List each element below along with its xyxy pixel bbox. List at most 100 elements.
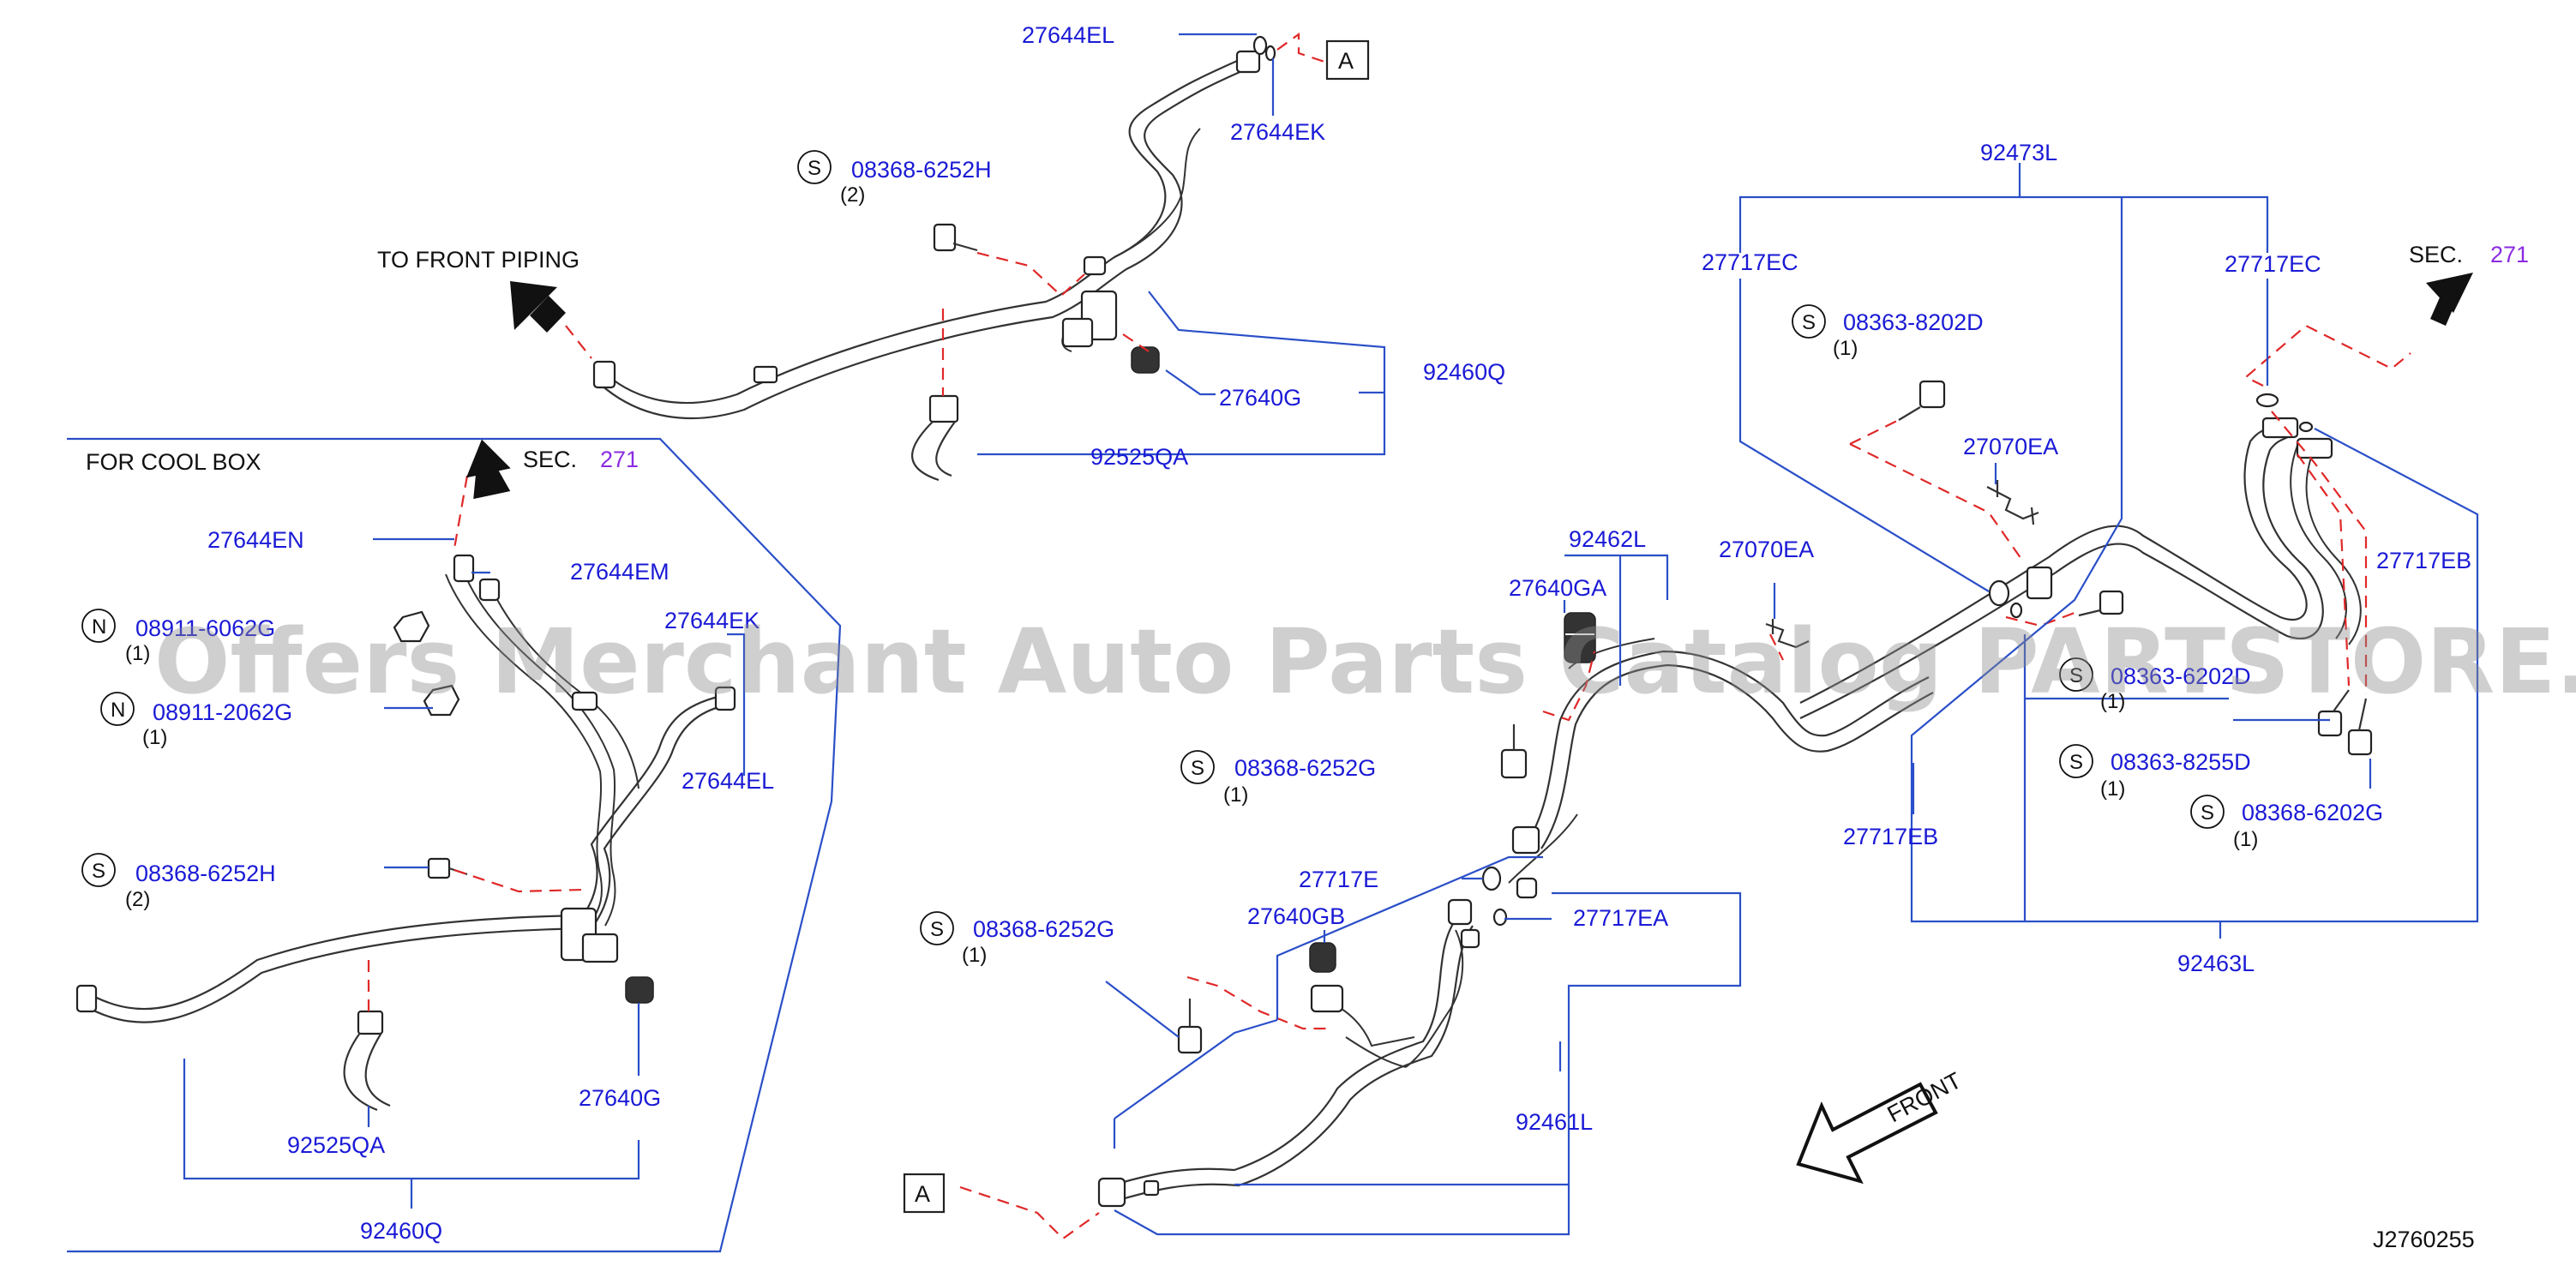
part-27640GB[interactable]: 27640GB [1247, 903, 1345, 929]
part-08368-6252H-top[interactable]: 08368-6252H [851, 157, 992, 183]
part-27070EA-mid[interactable]: 27070EA [1719, 537, 1814, 562]
part-08368-6252G-mid[interactable]: 08368-6252G [1234, 755, 1376, 781]
part-27717E[interactable]: 27717E [1299, 867, 1378, 892]
heading-to-front-piping: TO FRONT PIPING [377, 247, 579, 273]
symbol-s-08363-8255D: S [2069, 751, 2083, 774]
bolt-08368-6252H-left [427, 857, 468, 879]
bolt-08363-8255D [2317, 689, 2350, 737]
oring-27717E [1481, 866, 1502, 891]
oring-27644EL-top [1252, 35, 1268, 56]
part-92460Q-left[interactable]: 92460Q [360, 1218, 442, 1244]
qty-08911-6062G: (1) [125, 642, 150, 665]
part-08911-2062G[interactable]: 08911-2062G [153, 699, 292, 725]
qty-08363-6202D: (1) [2100, 690, 2125, 713]
oring-27717EC-left [1988, 579, 2010, 607]
grommet-27640G-left [625, 976, 654, 1004]
part-27717EC-left[interactable]: 27717EC [1702, 249, 1798, 275]
part-27640G-left[interactable]: 27640G [579, 1085, 661, 1111]
part-27640G-top[interactable]: 27640G [1219, 385, 1301, 411]
grommet-27640GB [1309, 942, 1336, 973]
clip-92525QA-top [911, 394, 959, 482]
nut-08911-6062G [393, 610, 430, 643]
part-92463L[interactable]: 92463L [2177, 951, 2255, 976]
oring-27717EB-top-right [2298, 421, 2314, 433]
part-08363-8255D[interactable]: 08363-8255D [2111, 749, 2251, 775]
part-92461L[interactable]: 92461L [1516, 1109, 1593, 1135]
ref-box-a-low [903, 1173, 946, 1214]
bolt-08368-6252G-low [1177, 999, 1203, 1054]
arrow-to-sec-271-left [465, 439, 511, 500]
qty-08911-2062G: (1) [142, 726, 167, 749]
front-direction-arrow [1796, 1082, 1938, 1185]
bolt-08363-6202D [2078, 590, 2124, 617]
part-27644EK-top[interactable]: 27644EK [1230, 119, 1325, 145]
ref-mark-a-low: A [915, 1181, 930, 1207]
part-27717EB-left[interactable]: 27717EB [1843, 824, 1938, 849]
grommet-27640G-top [1131, 346, 1160, 374]
qty-08368-6252G-low: (1) [962, 944, 987, 967]
part-27640GA[interactable]: 27640GA [1509, 575, 1606, 601]
oring-27717EB-right [2009, 602, 2023, 619]
symbol-s-08368-6252H-top: S [808, 157, 821, 180]
arrow-to-sec-271-right [2426, 273, 2473, 326]
cool-box-panel-outline [67, 437, 842, 1253]
grommet-27640GA [1564, 612, 1596, 663]
qty-08363-8202D: (1) [1833, 337, 1858, 360]
symbol-s-08368-6202G: S [2201, 801, 2214, 825]
part-92525QA-left[interactable]: 92525QA [287, 1132, 385, 1158]
cool-box-pipe-assembly [75, 554, 736, 1023]
arrow-to-front-piping [510, 281, 566, 333]
part-92525QA-top[interactable]: 92525QA [1090, 444, 1188, 470]
ref-mark-a-top: A [1338, 48, 1354, 74]
part-27717EC-right[interactable]: 27717EC [2225, 251, 2321, 277]
oring-27644EK-top [1264, 45, 1276, 62]
part-27644EM[interactable]: 27644EM [570, 559, 670, 585]
symbol-s-08368-6252G-mid: S [1191, 757, 1204, 780]
qty-08368-6252G-mid: (1) [1223, 783, 1248, 807]
lower-pipe-assembly [1097, 898, 1480, 1208]
oring-27717EC-right [2255, 393, 2279, 408]
clip-27070EA-right [1986, 480, 2039, 525]
top-pipe-assembly [592, 50, 1261, 420]
part-27644EN[interactable]: 27644EN [207, 527, 304, 553]
oring-27717EA [1492, 908, 1508, 927]
qty-08363-8255D: (1) [2100, 777, 2125, 801]
part-27644EL-top[interactable]: 27644EL [1022, 22, 1114, 48]
ref-box-a-top [1325, 39, 1370, 81]
bolt-08363-8202D [1898, 380, 1946, 421]
sec-label-left: SEC. [523, 447, 577, 472]
symbol-n-08911-6062G: N [92, 615, 106, 639]
diagram-code: J2760255 [2373, 1227, 2475, 1252]
heading-for-cool-box: FOR COOL BOX [86, 449, 261, 475]
part-27717EB-right[interactable]: 27717EB [2376, 548, 2471, 573]
qty-08368-6202G: (1) [2233, 828, 2258, 851]
sec-number-left: 271 [600, 447, 639, 472]
symbol-s-08363-6202D: S [2069, 664, 2083, 687]
part-08911-6062G[interactable]: 08911-6062G [135, 615, 275, 641]
sec-label-right: SEC. [2409, 242, 2463, 267]
part-27644EL-left[interactable]: 27644EL [682, 768, 774, 794]
part-92460Q-top[interactable]: 92460Q [1423, 359, 1505, 385]
bolt-08368-6252H-top [933, 223, 978, 252]
part-92462L[interactable]: 92462L [1569, 526, 1646, 552]
symbol-n-08911-2062G: N [111, 699, 125, 722]
symbol-s-08363-8202D: S [1802, 311, 1816, 334]
watermark-text: Offers Merchant Auto Parts Catalog PARTS… [154, 609, 2576, 714]
qty-08368-6252H-top: (2) [840, 183, 865, 207]
middle-pipe-assembly [1508, 638, 1934, 899]
qty-08368-6252H-left: (2) [125, 888, 150, 911]
part-27644EK-left[interactable]: 27644EK [664, 608, 760, 633]
part-08368-6252H-left[interactable]: 08368-6252H [135, 861, 276, 886]
clip-92525QA-left [343, 1010, 391, 1112]
part-08368-6252G-low[interactable]: 08368-6252G [973, 916, 1114, 942]
clip-27070EA-mid [1765, 619, 1810, 649]
part-27717EA[interactable]: 27717EA [1573, 905, 1668, 931]
sec-number-right: 271 [2490, 242, 2529, 267]
part-08368-6202G[interactable]: 08368-6202G [2242, 800, 2383, 825]
part-27070EA-right[interactable]: 27070EA [1963, 434, 2058, 459]
bolt-08368-6252G-mid [1500, 724, 1528, 779]
part-08363-6202D[interactable]: 08363-6202D [2111, 663, 2251, 689]
part-08363-8202D[interactable]: 08363-8202D [1843, 309, 1984, 335]
part-92473L[interactable]: 92473L [1980, 140, 2057, 165]
